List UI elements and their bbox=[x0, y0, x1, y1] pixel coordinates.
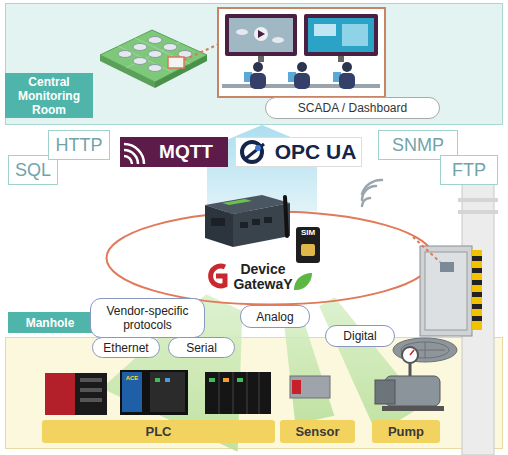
gateway-device-illustration bbox=[264, 217, 272, 223]
protocol-box: OPC UA bbox=[235, 137, 362, 167]
node-heading: Central Monitoring Room bbox=[5, 73, 93, 118]
node-label: OPC UA bbox=[275, 140, 357, 164]
wireless-symbol bbox=[362, 180, 382, 194]
node-label: Digital bbox=[343, 329, 376, 343]
device-marking: SIM bbox=[296, 229, 320, 239]
utility-pole-illustration bbox=[440, 262, 454, 272]
node-label: FTP bbox=[452, 160, 486, 181]
gateway-device-illustration bbox=[240, 222, 248, 228]
wireless-symbol bbox=[362, 198, 370, 206]
gateway-device-illustration bbox=[233, 203, 290, 247]
device-category-bar: PLC bbox=[42, 420, 275, 443]
interface-bubble: Ethernet bbox=[92, 337, 160, 358]
interface-bubble: Analog bbox=[240, 305, 310, 328]
gateway-ellipse: Device GatewaY bbox=[105, 210, 435, 306]
node-label: SCADA / Dashboard bbox=[298, 101, 407, 115]
gateway-device-illustration bbox=[252, 219, 260, 225]
interface-bubble: Vendor-specific protocols bbox=[90, 298, 205, 338]
wireless-symbol bbox=[362, 186, 376, 200]
utility-pole-illustration bbox=[472, 316, 482, 321]
utility-pole-illustration bbox=[413, 237, 440, 262]
node-label: Sensor bbox=[295, 424, 339, 439]
node-heading: Manhole bbox=[8, 312, 92, 333]
node-label: HTTP bbox=[56, 135, 103, 156]
interface-bubble: Digital bbox=[325, 325, 395, 347]
device-category-bar: Sensor bbox=[280, 420, 355, 443]
gateway-device-illustration bbox=[205, 195, 320, 263]
node-label: Analog bbox=[256, 310, 293, 324]
utility-pole-illustration bbox=[472, 256, 482, 261]
node-label: Pump bbox=[388, 424, 424, 439]
gateway-device-illustration bbox=[301, 244, 315, 256]
monitoring-room-band: Central Monitoring RoomSCADA / Dashboard bbox=[5, 3, 503, 125]
node-label: MQTT bbox=[159, 141, 213, 163]
utility-pole-illustration bbox=[472, 292, 482, 297]
node-heading: Device GatewaY bbox=[226, 262, 300, 294]
gateway-device-illustration bbox=[211, 218, 225, 226]
node-label: Vendor-specific protocols bbox=[91, 304, 204, 332]
utility-pole-illustration bbox=[458, 210, 498, 214]
protocol-box: MQTT bbox=[120, 137, 228, 167]
utility-pole-illustration bbox=[472, 268, 482, 273]
gateway-device-illustration bbox=[222, 199, 252, 205]
gateway-device-illustration bbox=[205, 205, 233, 247]
node-label: SQL bbox=[15, 160, 51, 181]
gateway-logo-symbol bbox=[211, 266, 225, 286]
wireless-symbol bbox=[362, 180, 382, 206]
protocol-box: HTTP bbox=[48, 130, 110, 160]
utility-pole-illustration bbox=[420, 246, 472, 336]
utility-pole-illustration bbox=[472, 250, 482, 330]
utility-pole-illustration bbox=[458, 198, 498, 202]
manhole-band: ManholePLCSensorPump bbox=[5, 337, 503, 449]
interface-bubble: Serial bbox=[168, 337, 235, 358]
node-label: Ethernet bbox=[103, 341, 148, 355]
gateway-device-illustration bbox=[296, 227, 320, 263]
dashboard-label: SCADA / Dashboard bbox=[265, 97, 440, 119]
gateway-ellipse-outline bbox=[107, 212, 434, 305]
gateway-logo-symbol bbox=[294, 273, 312, 290]
utility-pole-illustration bbox=[472, 280, 482, 285]
node-label: PLC bbox=[146, 424, 172, 439]
gateway-device-illustration bbox=[285, 197, 287, 236]
node-label: Serial bbox=[186, 341, 217, 355]
device-marking: ACE bbox=[122, 375, 142, 383]
device-category-bar: Pump bbox=[372, 420, 440, 443]
node-label: SNMP bbox=[392, 135, 444, 156]
utility-pole-illustration bbox=[472, 304, 482, 309]
protocol-box: FTP bbox=[440, 155, 498, 185]
